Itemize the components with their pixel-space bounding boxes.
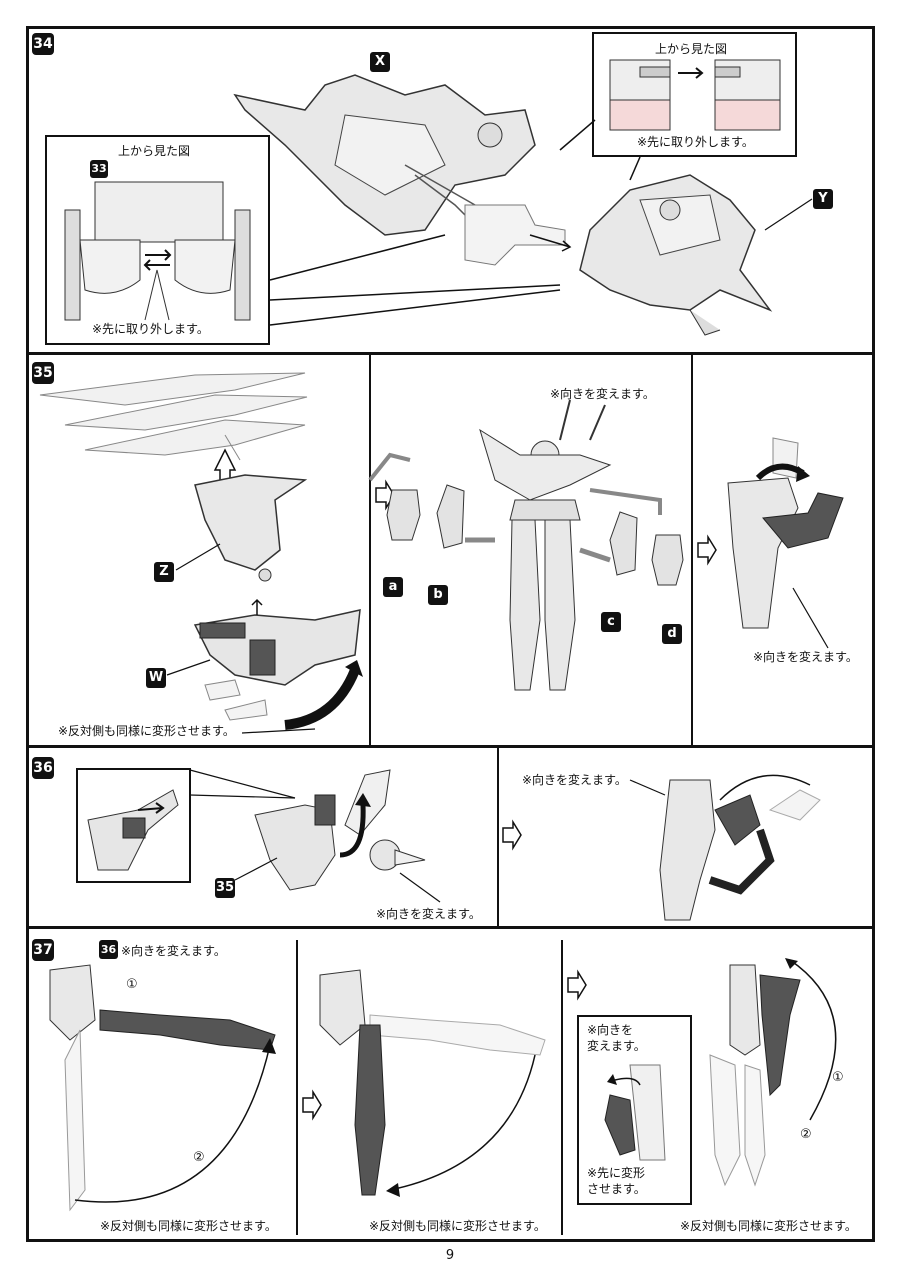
part-label-c: c bbox=[601, 612, 621, 632]
step-number-37: 37 bbox=[32, 939, 54, 961]
inset-right-title: 上から見た図 bbox=[655, 42, 728, 56]
ref-step-35-badge: 35 bbox=[215, 878, 235, 898]
inset-left-note: ※先に取り外します。 bbox=[92, 322, 209, 336]
part-c-illustration bbox=[609, 511, 638, 576]
page-number: 9 bbox=[445, 1248, 455, 1263]
inset-right-illustration bbox=[609, 59, 781, 131]
robot-arm-turn-illustration bbox=[727, 437, 844, 649]
step36-right-illustration bbox=[629, 774, 821, 921]
part-w-illustration bbox=[193, 598, 363, 730]
inset-left-illustration bbox=[64, 181, 251, 321]
marker-2-panel1: ② bbox=[193, 1150, 205, 1165]
step37-panel3-illustration bbox=[709, 958, 837, 1187]
part-y-leader bbox=[764, 198, 813, 231]
step37-note-other-3: ※反対側も同様に変形させます。 bbox=[680, 1219, 857, 1233]
step37-inset-detail bbox=[577, 1015, 692, 1205]
next-arrow-37a bbox=[302, 1089, 322, 1121]
step37-note-other-2: ※反対側も同様に変形させます。 bbox=[369, 1219, 546, 1233]
step37-note-other-1: ※反対側も同様に変形させます。 bbox=[100, 1219, 277, 1233]
inset-right-note: ※先に取り外します。 bbox=[637, 135, 754, 149]
step-number-35: 35 bbox=[32, 362, 54, 384]
connector-part-illustration bbox=[464, 204, 572, 266]
part-b-illustration bbox=[436, 484, 465, 549]
part-z-leader bbox=[175, 543, 221, 571]
part-label-a: a bbox=[383, 577, 403, 597]
divider-35-36 bbox=[26, 745, 875, 748]
step-number-36: 36 bbox=[32, 757, 54, 779]
next-arrow-36 bbox=[502, 819, 522, 851]
part-w-leader bbox=[166, 659, 211, 676]
marker-1-panel3: ① bbox=[832, 1070, 844, 1085]
marker-2-panel3: ② bbox=[800, 1127, 812, 1142]
step37-note-turn-top: ※向きを変えます。 bbox=[121, 944, 226, 958]
step37-inset-note-first: ※先に変形 させます。 bbox=[587, 1166, 646, 1196]
step36-note-leader bbox=[399, 872, 441, 903]
step35-note-leader bbox=[241, 728, 316, 734]
divider-34-35 bbox=[26, 352, 875, 355]
marker-1-panel1: ① bbox=[126, 977, 138, 992]
divider-35-b bbox=[691, 355, 693, 745]
part-label-y: Y bbox=[813, 189, 833, 209]
next-arrow-35b bbox=[697, 534, 717, 566]
ref-step-36-badge: 36 bbox=[99, 940, 118, 959]
part-x-illustration bbox=[233, 74, 536, 236]
step36-inset-illustration bbox=[87, 789, 179, 871]
step35-note-turn-center: ※向きを変えます。 bbox=[550, 387, 655, 401]
part-label-x: X bbox=[370, 52, 390, 72]
step34-callout-lines bbox=[269, 119, 641, 326]
step36-note-turn-bottom: ※向きを変えます。 bbox=[376, 907, 481, 921]
divider-36 bbox=[497, 748, 499, 926]
part-d-illustration bbox=[651, 534, 684, 586]
step36-main-illustration bbox=[254, 769, 426, 891]
robot-standing-illustration bbox=[368, 399, 662, 691]
step37-inset-note-turn: ※向きを 変えます。 bbox=[587, 1023, 646, 1053]
step37-panel2-illustration bbox=[319, 969, 546, 1197]
part-y-illustration bbox=[579, 174, 773, 336]
part-z-illustration bbox=[194, 448, 308, 582]
page-frame bbox=[26, 26, 875, 1242]
inset-left-title: 上から見た図 bbox=[118, 144, 191, 158]
part-label-z: Z bbox=[154, 562, 174, 582]
step36-note-turn-right: ※向きを変えます。 bbox=[522, 773, 627, 787]
step-number-34: 34 bbox=[32, 33, 54, 55]
part-label-b: b bbox=[428, 585, 448, 605]
step35-note-turn-right: ※向きを変えます。 bbox=[753, 650, 858, 664]
step37-panel1-illustration bbox=[49, 964, 276, 1212]
step36-inset-callout bbox=[189, 769, 296, 799]
divider-37-b bbox=[561, 940, 563, 1235]
divider-35-a bbox=[369, 355, 371, 745]
step37-inset-illustration bbox=[604, 1064, 666, 1161]
divider-36-37 bbox=[26, 926, 875, 929]
part-label-w: W bbox=[146, 668, 166, 688]
ref-step-33-badge: 33 bbox=[90, 160, 108, 178]
divider-37-a bbox=[296, 940, 298, 1235]
step35-note-transform-other: ※反対側も同様に変形させます。 bbox=[58, 724, 235, 738]
part-a-illustration bbox=[386, 489, 421, 541]
ref-35-leader bbox=[234, 857, 278, 881]
part-label-d: d bbox=[662, 624, 682, 644]
next-arrow-37b bbox=[567, 969, 587, 1001]
wing-binders-illustration bbox=[39, 372, 308, 461]
